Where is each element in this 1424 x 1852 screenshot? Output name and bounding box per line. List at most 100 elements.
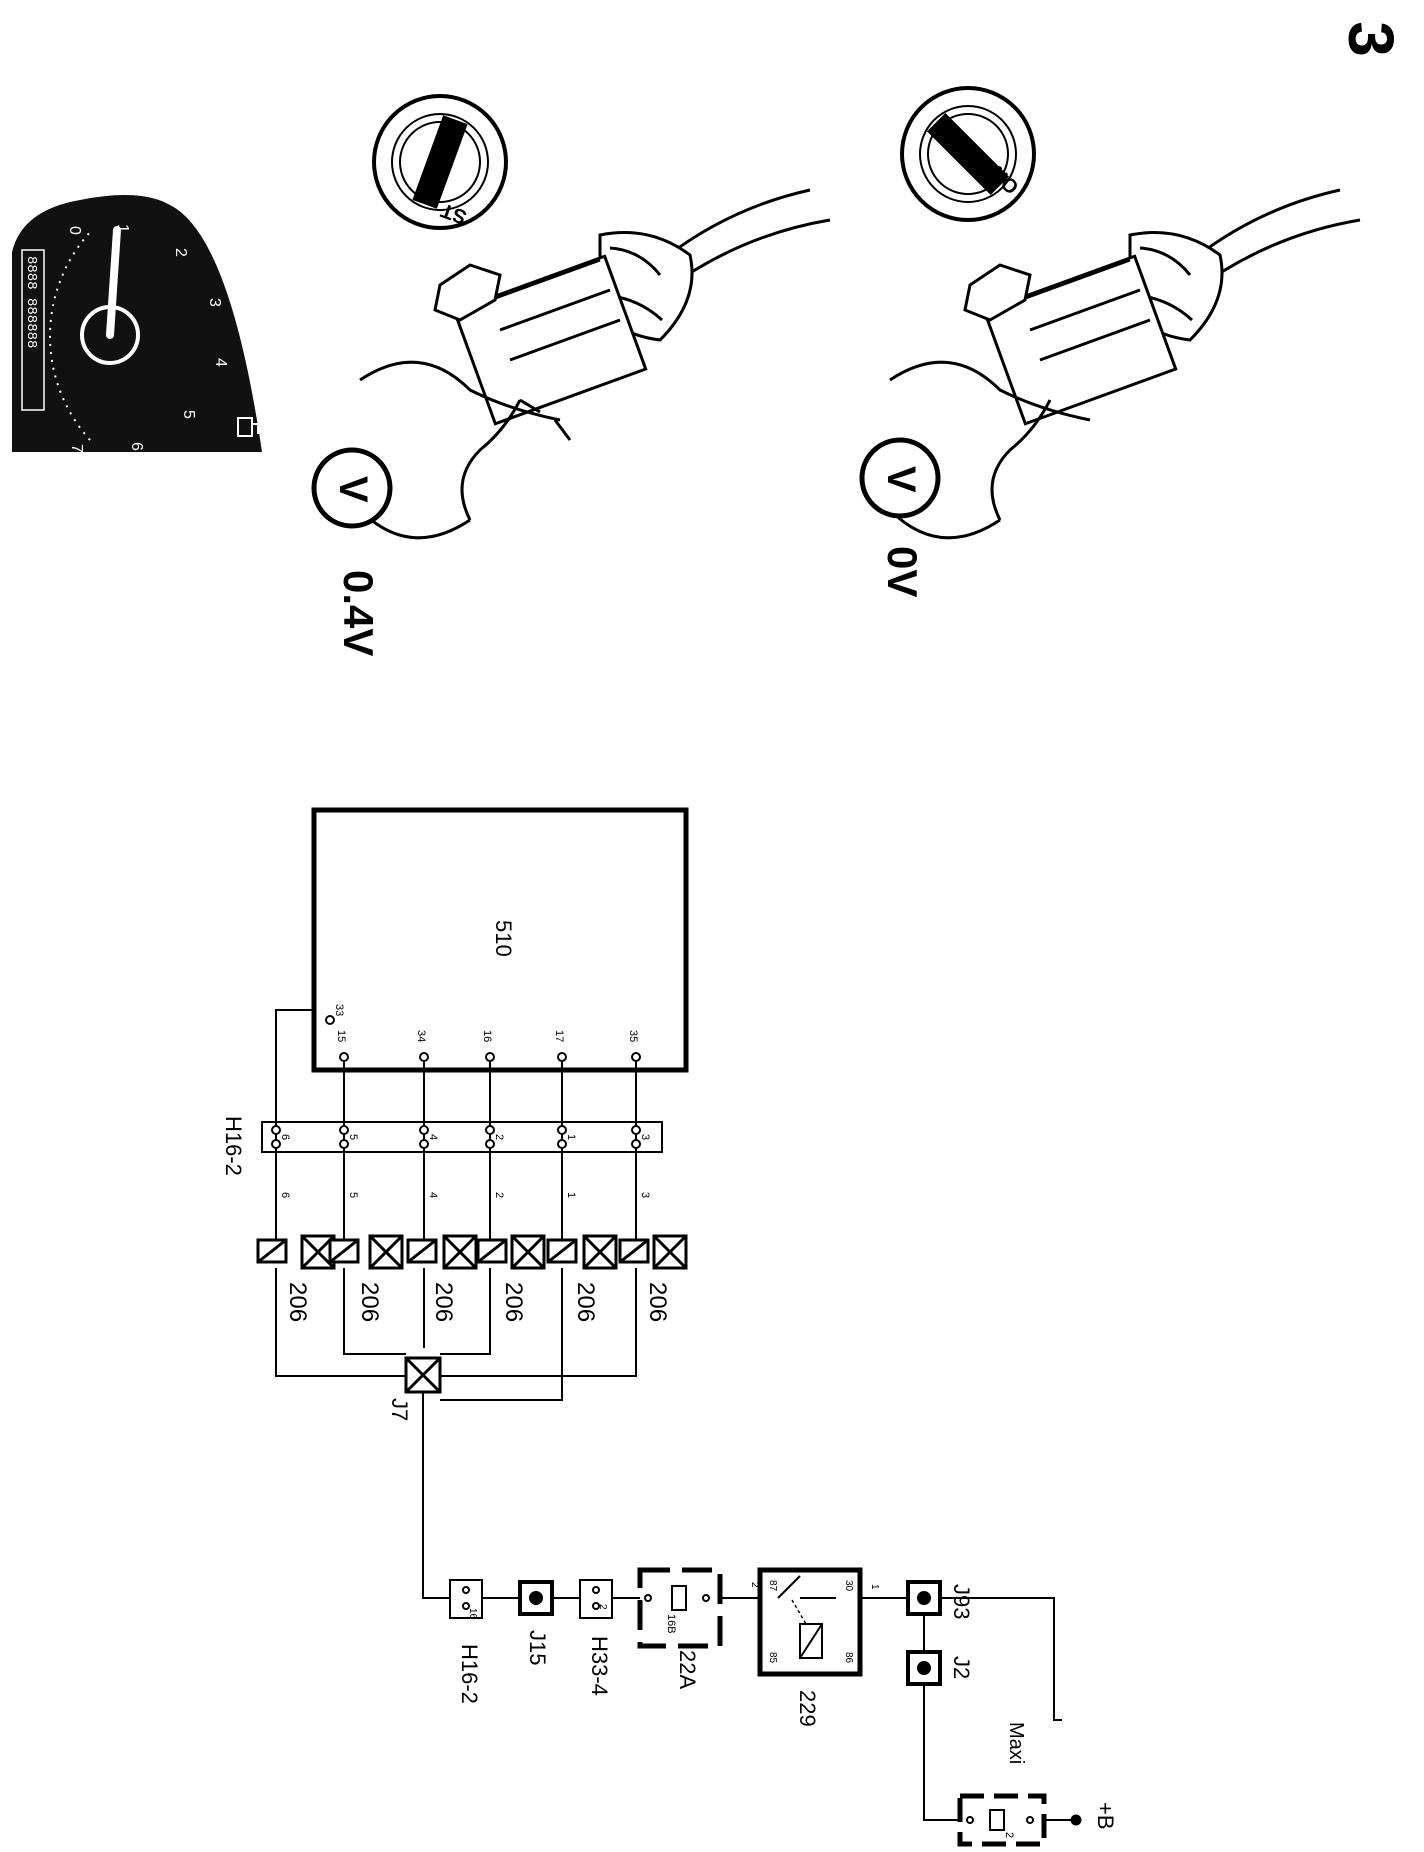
dial-number-labels: 0 1 2 3 4 5 6 7 [66,224,229,453]
page-number-text: 3 [1335,21,1407,57]
connector-pin-label: 1 [565,1134,577,1140]
odometer-display [21,249,45,411]
probe-lead-a [359,360,561,422]
connector-pin-label: 2 [597,1604,608,1610]
feed-wire [923,1614,962,1821]
splice-label: J2 [949,1656,974,1679]
ignition-switch-start: ST [372,94,508,230]
voltmeter-symbol: V [879,466,923,493]
ecu-pin-label: 35 [627,1030,639,1042]
dial-number: 5 [180,410,197,419]
relay-label: 229 [795,1690,820,1727]
ignition-switch-on: ON [900,86,1036,222]
connector-pin-label: 2 [493,1134,505,1140]
cylinder-number: 2 [493,1192,505,1198]
injector-label: 206 [430,1282,457,1322]
voltage-reading: 0.4V [335,570,382,656]
connector-housing [452,254,648,426]
injector-label: 206 [644,1282,671,1322]
cylinder-number: 6 [279,1192,291,1198]
ecu-pin-label: 33 [333,1004,345,1016]
dial-number: 7 [68,444,85,453]
feed-wire [422,1392,1062,1721]
splice-j7 [404,1356,442,1394]
splice-label: J93 [949,1584,974,1619]
voltage-reading: 0V [879,546,926,597]
voltmeter-upper: V 0.4V [311,447,393,656]
fuse-22a [637,1567,723,1649]
injector-connector-test-upper [358,188,831,540]
injector-symbol [328,1234,404,1270]
connector-h16-pins: 6 5 4 2 1 3 [271,1125,651,1149]
fuse-label: Maxi [1005,1722,1027,1764]
connector-pin-label: 6 [279,1134,291,1140]
ecu-pin-label: 16 [481,1030,493,1042]
connector-pin-label: 3 [639,1134,651,1140]
injector-symbol [618,1234,688,1270]
injector-symbol [476,1234,546,1270]
relay-terminal: 85 [767,1652,778,1664]
battery-positive-label: +B [1093,1802,1118,1830]
connector-pin-label: 5 [347,1134,359,1140]
relay-terminal-labels: 87 30 85 86 2 1 [749,1580,880,1664]
relay-terminal: 30 [843,1580,854,1592]
cylinder-number: 5 [347,1192,359,1198]
injector-label: 206 [284,1282,311,1322]
connector-pin-label: 4 [427,1134,439,1140]
connector-label: H16-2 [457,1644,482,1704]
dial-number: 2 [172,248,189,257]
dial-number: 0 [66,226,83,235]
instrument-cluster: 0 1 2 3 4 5 6 7 8888 888888 [12,195,262,453]
injector-symbol [546,1234,618,1270]
connector-h16-2-feed [449,1579,483,1619]
ecu-label: 510 [491,920,516,957]
cylinder-number: 1 [565,1192,577,1198]
splice-j93 [906,1580,942,1616]
injector-wires [275,1009,637,1240]
maxi-fuse [957,1793,1082,1847]
relay-pin-out: 1 [869,1584,880,1590]
fuse-label: 22A [675,1650,700,1689]
connector-clip [963,263,1032,322]
splice-label: J7 [387,1398,412,1421]
voltmeter-symbol: V [331,476,375,503]
connector-label: H16-2 [221,1116,246,1176]
fuse-rating: 16B [665,1614,677,1634]
probe-lead-b [888,508,1001,540]
injector-label: 206 [572,1282,599,1322]
connector-h16-2 [261,1121,663,1153]
odometer-digits: 8888 888888 [23,256,39,348]
dial-number: 1 [114,224,131,233]
voltmeter-lower: V 0V [859,437,941,597]
relay-pin-in: 2 [749,1582,760,1588]
ecu-pins: 33 15 34 16 17 35 [325,1004,641,1062]
connector-housing [982,254,1178,426]
splice-j15 [518,1580,554,1616]
fuel-pump-icon [237,417,259,437]
ecu-pin-label: 34 [415,1030,427,1042]
injector-label: 206 [500,1282,527,1322]
injectors-206 [256,1234,688,1270]
ecu-pin-label: 15 [335,1030,347,1042]
splice-label: J15 [525,1630,550,1665]
relay-229 [757,1567,863,1677]
dial-number: 3 [206,298,223,307]
fuse-pin-label: 2 [1003,1832,1015,1838]
page-number: 3 [1335,4,1407,74]
splice-j2 [906,1650,942,1686]
dial-number: 4 [212,358,229,367]
injector-cylinder-numbers: 6 5 4 2 1 3 [279,1192,651,1198]
connector-pin-label: 16 [467,1608,478,1620]
ecu-pin-label: 17 [553,1030,565,1042]
dial-number: 6 [128,442,145,451]
connector-clip [433,263,502,322]
fuel-injection-wiring: 510 33 15 34 16 17 35 H16-2 [221,807,1118,1847]
cylinder-number: 3 [639,1192,651,1198]
injector-symbol [256,1234,336,1270]
injector-label: 206 [356,1282,383,1322]
probe-lead-a [889,360,1091,422]
cylinder-number: 4 [427,1192,439,1198]
injector-connector-test-lower [888,188,1361,540]
ecu-510 [311,807,689,1073]
